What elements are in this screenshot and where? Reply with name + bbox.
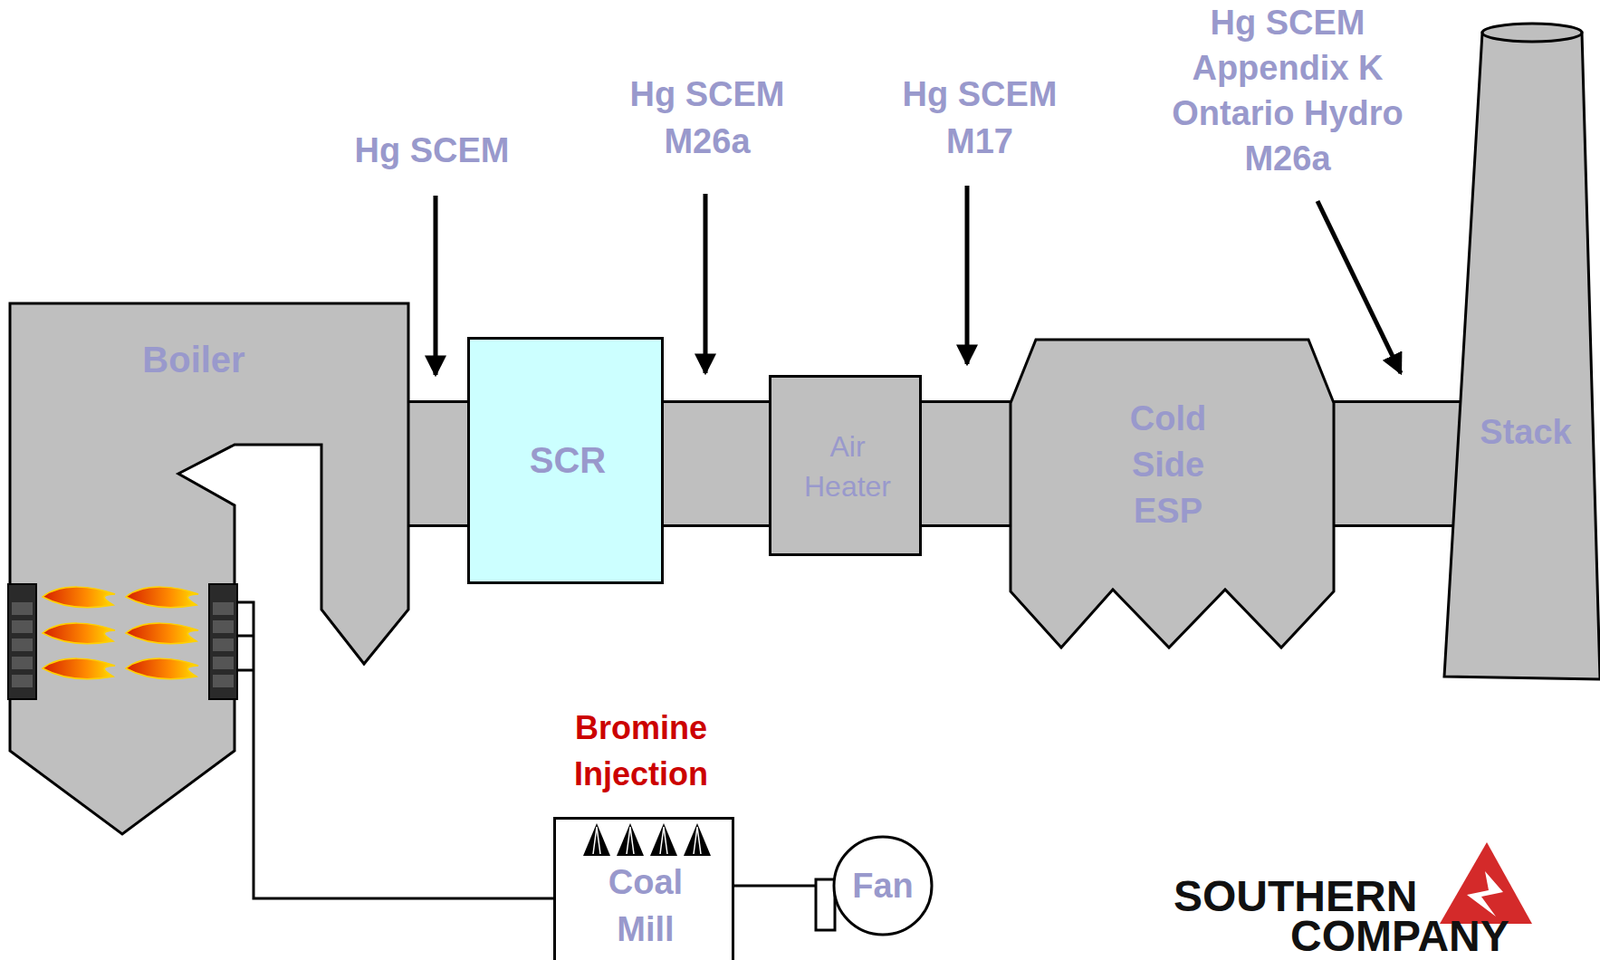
- logo-text: COMPANY: [1290, 914, 1562, 959]
- node-label: Fan: [837, 864, 929, 907]
- leader-arrow: [703, 193, 709, 374]
- measurement-point: Hg SCEM: [332, 126, 532, 174]
- node-label: Boiler: [94, 337, 294, 382]
- measurement-point: Hg SCEM M17: [880, 70, 1080, 165]
- scr-reactor: SCR: [467, 336, 664, 585]
- measurement-point: Hg SCEM Appendix K Ontario Hydro M26a: [1151, 0, 1424, 182]
- leader-arrow: [965, 185, 970, 365]
- coal-mill: Coal Mill: [553, 816, 735, 960]
- node-label: Coal Mill: [591, 858, 700, 953]
- feed-line: [237, 602, 554, 899]
- leader-arrow: [1317, 201, 1401, 374]
- air-heater: Air Heater: [768, 374, 922, 556]
- node-label: Cold Side ESP: [1109, 395, 1227, 535]
- measurement-point: Hg SCEM M26a: [607, 70, 807, 165]
- flue-duct: [408, 463, 468, 465]
- company-logo: [1439, 842, 1533, 924]
- fan-outlet: [815, 879, 835, 930]
- node-label: SCR: [486, 438, 650, 482]
- injection-label: Bromine Injection: [550, 704, 732, 797]
- flue-duct: [921, 463, 1011, 465]
- boiler-vessel-outline: [9, 303, 409, 834]
- node-label: Air Heater: [796, 426, 899, 507]
- burner-feed-line: [237, 634, 254, 638]
- stack: Stack: [1444, 19, 1600, 680]
- electrostatic-precipitator: Cold Side ESP: [1010, 339, 1334, 649]
- boiler-vessel: Boiler: [9, 303, 409, 834]
- flue-duct: [1333, 463, 1463, 465]
- leader-arrow: [433, 195, 439, 375]
- fan: Fan: [832, 834, 934, 937]
- burner-feed-line: [237, 669, 254, 672]
- stack-outline: [1444, 19, 1600, 680]
- node-label: Stack: [1471, 411, 1581, 453]
- logo-text: SOUTHERN: [1173, 874, 1446, 919]
- flue-duct: [663, 463, 769, 465]
